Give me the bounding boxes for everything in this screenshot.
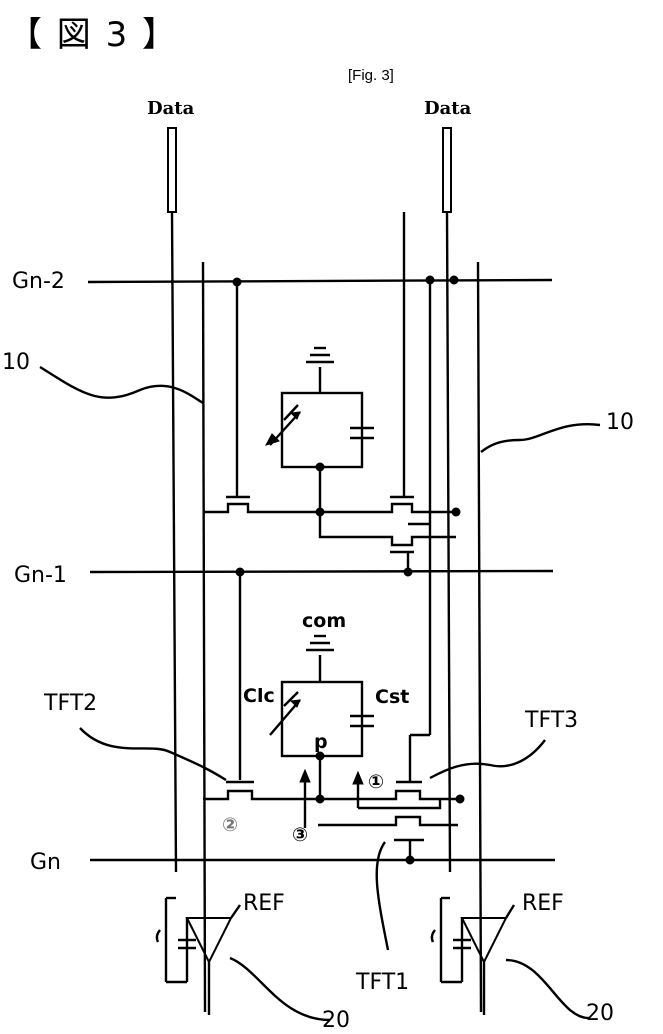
- label-node1: ①: [368, 773, 384, 792]
- label-tft3: TFT3: [525, 710, 578, 732]
- leader-tft1: [377, 842, 388, 950]
- gate-line-n2: [88, 280, 552, 282]
- readout-line-left: [203, 262, 205, 1012]
- label-data-left: Data: [147, 100, 194, 118]
- data-line-right: [447, 212, 450, 872]
- label-node3: ③: [292, 826, 308, 845]
- label-gate-n: Gn: [30, 852, 61, 874]
- leader-20-left: [230, 958, 330, 1020]
- label-cst: Cst: [375, 688, 409, 707]
- label-amp-left: 20: [322, 1010, 350, 1032]
- label-ref-left: REF: [243, 893, 285, 915]
- label-gate-n1: Gn-1: [14, 565, 67, 587]
- gate-line-n1: [90, 571, 553, 572]
- label-line-right: 10: [606, 412, 634, 434]
- label-gate-n2: Gn-2: [12, 271, 65, 293]
- readout-line-right: [478, 262, 481, 1012]
- label-clc: Clc: [243, 687, 275, 706]
- leader-10-left: [40, 367, 203, 403]
- label-tft2: TFT2: [44, 693, 97, 715]
- label-com: com: [302, 612, 346, 631]
- leader-tft3: [430, 740, 545, 778]
- leader-20-right: [506, 960, 590, 1018]
- label-data-right: Data: [424, 100, 471, 118]
- arrow-up-3: [300, 770, 310, 782]
- label-amp-right: 20: [586, 1003, 614, 1025]
- label-ref-right: REF: [522, 893, 564, 915]
- label-tft1: TFT1: [356, 972, 409, 994]
- arrow-up-1: [353, 772, 363, 784]
- label-node2: ②: [222, 816, 238, 835]
- data-terminal-right: [443, 128, 451, 212]
- data-terminal-left: [168, 128, 176, 212]
- figure-caption: [Fig. 3]: [348, 68, 394, 83]
- data-line-left: [172, 212, 176, 872]
- figure-header: 【 図 3 】: [8, 18, 178, 52]
- label-line-left: 10: [2, 352, 30, 374]
- label-p: p: [314, 733, 328, 752]
- leader-10-right: [481, 424, 600, 452]
